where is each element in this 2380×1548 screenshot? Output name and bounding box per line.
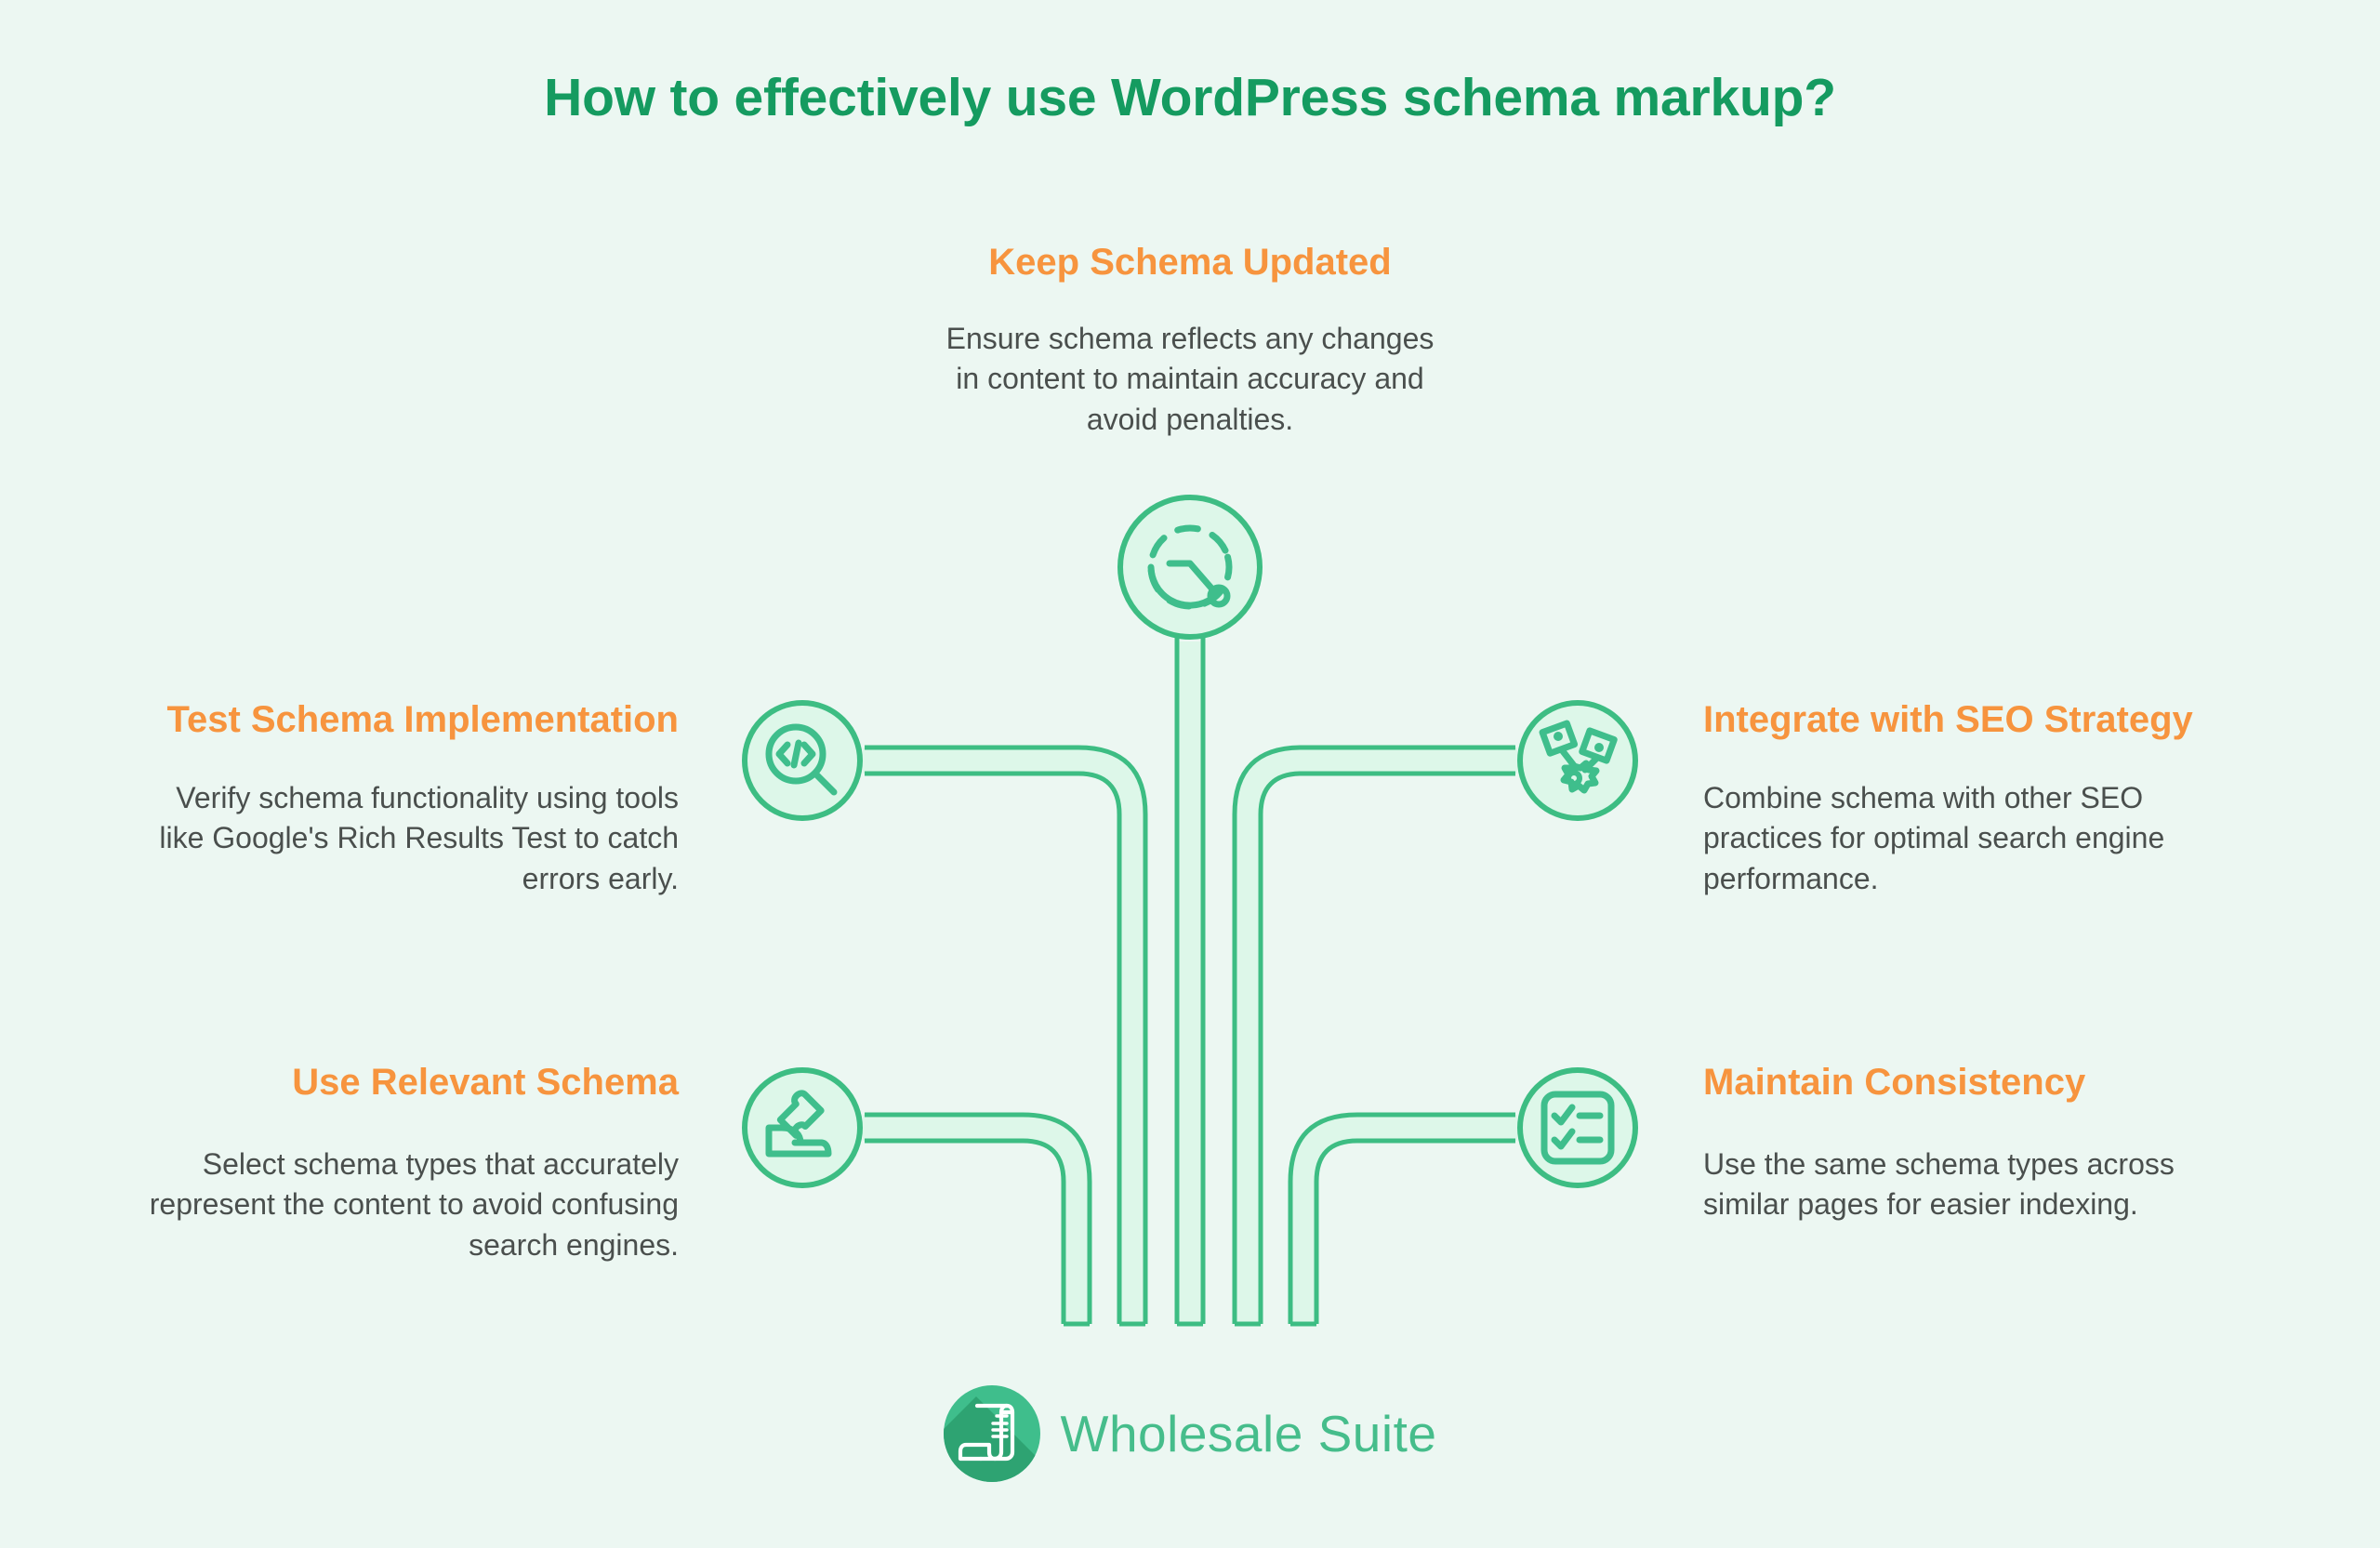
footer-logo[interactable]: Wholesale Suite	[0, 1385, 2380, 1482]
node-keep-schema-updated[interactable]	[1117, 495, 1263, 640]
block-body: Ensure schema reflects any changes in co…	[945, 321, 1435, 436]
block-maintain-consistency: Maintain Consistency Use the same schema…	[1703, 1060, 2261, 1225]
wholesale-suite-logo-mark	[943, 1385, 1040, 1482]
block-title: Test Schema Implementation	[166, 699, 679, 740]
block-integrate-with-seo-strategy: Integrate with SEO Strategy Combine sche…	[1703, 697, 2261, 899]
seo-tags-gear-icon	[1539, 720, 1618, 794]
pipe-outlines	[865, 638, 1515, 1327]
block-title: Maintain Consistency	[1703, 1062, 2086, 1103]
page-title: How to effectively use WordPress schema …	[544, 68, 1836, 127]
puzzle-piece-icon	[765, 1090, 832, 1158]
block-body: Combine schema with other SEO practices …	[1703, 780, 2165, 895]
node-maintain-consistency[interactable]	[1517, 1067, 1638, 1188]
checklist-icon	[1540, 1091, 1615, 1165]
scroll-document-icon	[958, 1403, 1014, 1462]
node-use-relevant-schema[interactable]	[742, 1067, 863, 1188]
block-body: Use the same schema types across similar…	[1703, 1146, 2175, 1222]
block-keep-schema-updated: Keep Schema Updated Ensure schema reflec…	[939, 240, 1441, 440]
node-test-schema-implementation[interactable]	[742, 700, 863, 821]
block-title: Integrate with SEO Strategy	[1703, 699, 2193, 740]
node-integrate-with-seo-strategy[interactable]	[1517, 700, 1638, 821]
block-test-schema-implementation: Test Schema Implementation Verify schema…	[130, 697, 679, 899]
block-body: Verify schema functionality using tools …	[159, 780, 679, 895]
block-title: Keep Schema Updated	[988, 242, 1392, 283]
block-use-relevant-schema: Use Relevant Schema Select schema types …	[121, 1060, 679, 1265]
pipe-fills	[863, 642, 1517, 1324]
block-title: Use Relevant Schema	[292, 1062, 679, 1103]
brand-name: Wholesale Suite	[1060, 1405, 1437, 1462]
update-clock-icon	[1147, 524, 1233, 610]
block-body: Select schema types that accurately repr…	[149, 1146, 679, 1262]
code-search-icon	[765, 723, 838, 796]
